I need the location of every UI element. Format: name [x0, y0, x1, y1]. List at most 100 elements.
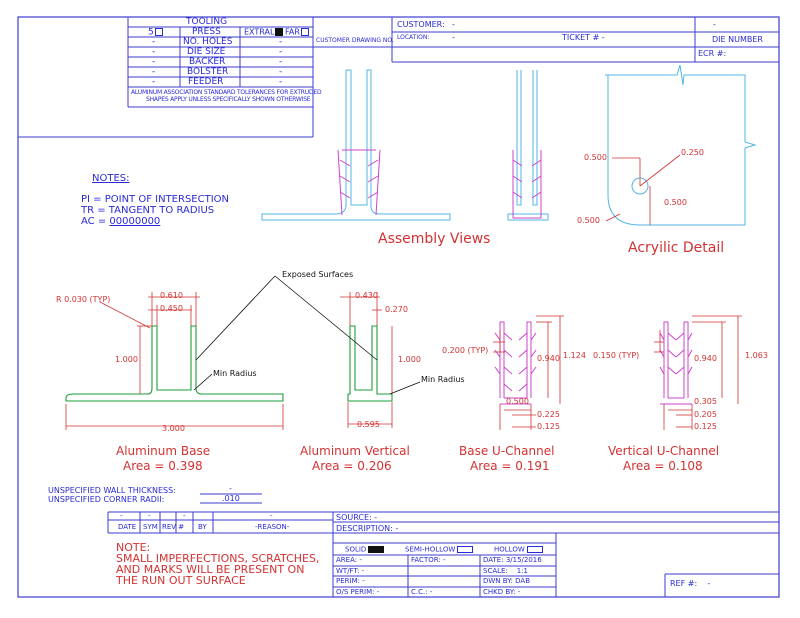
press-qty: 5 — [148, 28, 163, 38]
dim-label: 0.200 (TYP) — [442, 346, 489, 355]
shop-note-line: SMALL IMPERFECTIONS, SCRATCHES, — [116, 552, 320, 565]
press-label: PRESS — [192, 27, 221, 37]
chkd-by-field: CHKD BY: - — [483, 588, 521, 596]
area-field: AREA: - — [336, 556, 362, 564]
os-perim-field: O/S PERIM: - — [336, 588, 380, 596]
part-area: Area = 0.191 — [470, 459, 550, 473]
dim-label: 0.150 (TYP) — [593, 351, 640, 360]
shop-note-line: AND MARKS WILL BE PRESENT ON — [116, 563, 305, 576]
tooling-row-label: FEEDER — [188, 77, 224, 87]
wtft-field: WT/FT: - — [336, 567, 365, 575]
perim-field: PERIM: - — [336, 577, 365, 585]
semi-hollow-swatch-icon — [457, 546, 474, 553]
dim-label: 0.940 — [537, 354, 560, 363]
tooling-row-label: BOLSTER — [187, 67, 229, 77]
shop-note-title: NOTE: — [116, 541, 151, 554]
semi-hollow-option: SEMI-HOLLOW — [405, 546, 474, 554]
hollow-swatch-icon — [526, 546, 543, 553]
acrylic-dim: 0.250 — [681, 148, 704, 157]
tooling-row-left: - — [152, 47, 156, 57]
tooling-row-left: - — [152, 77, 156, 87]
corner-radii-label: UNSPECIFIED CORNER RADII: — [48, 495, 165, 504]
empty-checkbox-icon — [300, 28, 309, 36]
tolerance-note-line2: SHAPES APPLY UNLESS SPECIFICALLY SHOWN O… — [146, 96, 311, 103]
solid-swatch-icon — [368, 546, 385, 553]
customer-value: - — [452, 20, 455, 29]
notes-line: AC = 00000000 — [81, 216, 161, 227]
location-value: - — [452, 33, 455, 42]
tooling-row-right: - — [279, 77, 283, 87]
min-radius-label: Min Radius — [213, 369, 257, 378]
shop-note-line: THE RUN OUT SURFACE — [116, 574, 246, 587]
rev-header: REV # — [162, 523, 185, 531]
tooling-row-right: - — [279, 57, 283, 67]
ecr-label: ECR #: — [698, 49, 727, 58]
dim-label: 0.225 — [537, 410, 560, 419]
part-name: Base U-Channel — [459, 444, 555, 458]
tooling-row-right: - — [279, 67, 283, 77]
dim-label: 0.450 — [160, 304, 183, 313]
notes-title: NOTES: — [92, 173, 130, 184]
dim-label: 3.000 — [162, 424, 185, 433]
min-radius-label: Min Radius — [421, 375, 465, 384]
acrylic-dim: 0.500 — [584, 153, 607, 162]
dim-label: 1.000 — [398, 355, 421, 364]
tooling-row-left: - — [152, 57, 156, 67]
part-name: Aluminum Vertical — [300, 444, 410, 458]
solid-option: SOLID — [345, 546, 385, 554]
dim-label: 1.000 — [115, 355, 138, 364]
acrylic-dim: 0.500 — [577, 216, 600, 225]
part-name: Aluminum Base — [116, 444, 211, 458]
wall-thickness-value: - — [229, 484, 232, 493]
dim-label: 0.595 — [357, 420, 380, 429]
part-name: Vertical U-Channel — [608, 444, 720, 458]
factor-field: FACTOR: - — [411, 556, 446, 564]
dim-label: 0.610 — [160, 291, 183, 300]
dim-label: 1.063 — [745, 351, 768, 360]
date-field: DATE: 3/15/2016 — [483, 556, 542, 564]
assembly-views-title: Assembly Views — [378, 231, 491, 247]
notes-line: PI = POINT OF INTERSECTION — [81, 194, 229, 205]
scale-field: SCALE: 1:1 — [483, 567, 528, 575]
source-field: SOURCE: - — [336, 513, 378, 522]
part-area: Area = 0.398 — [123, 459, 203, 473]
tooling-row-left: - — [152, 67, 156, 77]
tooling-title: TOOLING — [186, 17, 228, 27]
dim-label: 0.125 — [537, 422, 560, 431]
description-field: DESCRIPTION: - — [336, 524, 399, 533]
acrylic-dim: 0.500 — [664, 198, 687, 207]
ticket-label: TICKET # - — [562, 33, 605, 42]
customer-drawing-label: CUSTOMER DRAWING NO. — [316, 37, 394, 44]
part-area: Area = 0.108 — [623, 459, 703, 473]
filled-checkbox-icon — [275, 28, 284, 36]
rev-row-value: - — [120, 512, 123, 520]
rev-row-value: - — [183, 512, 186, 520]
part-area: Area = 0.206 — [312, 459, 392, 473]
corner-radii-value: .010 — [222, 494, 240, 503]
cc-field: C.C.: - — [411, 588, 433, 596]
dim-label: 0.940 — [694, 354, 717, 363]
tooling-row-right: - — [279, 37, 283, 47]
ref-label: REF #: - — [670, 579, 711, 588]
rev-row-value: - — [270, 512, 273, 520]
tooling-row-label: NO. HOLES — [183, 37, 233, 47]
rev-header: BY — [198, 523, 207, 531]
dim-label: R 0.030 (TYP) — [56, 295, 111, 304]
press-checkbox-icon — [154, 28, 163, 36]
acrylic-detail-title: Acryilic Detail — [628, 240, 725, 256]
rev-header: -REASON- — [255, 523, 290, 531]
tolerance-note-line1: ALUMINUM ASSOCIATION STANDARD TOLERANCES… — [131, 89, 322, 96]
dim-label: 0.125 — [694, 422, 717, 431]
wall-thickness-label: UNSPECIFIED WALL THICKNESS: — [48, 486, 176, 495]
tooling-row-left: - — [152, 37, 156, 47]
location-label: LOCATION: — [397, 34, 430, 41]
tooling-row-label: BACKER — [189, 57, 226, 67]
customer-label: CUSTOMER: — [397, 20, 445, 29]
die-number-label: DIE NUMBER — [712, 35, 763, 44]
tooling-row-label: DIE SIZE — [187, 47, 226, 57]
dim-label: 0.500 — [506, 397, 529, 406]
dim-label: 0.305 — [694, 397, 717, 406]
rev-header: SYM — [143, 523, 158, 531]
